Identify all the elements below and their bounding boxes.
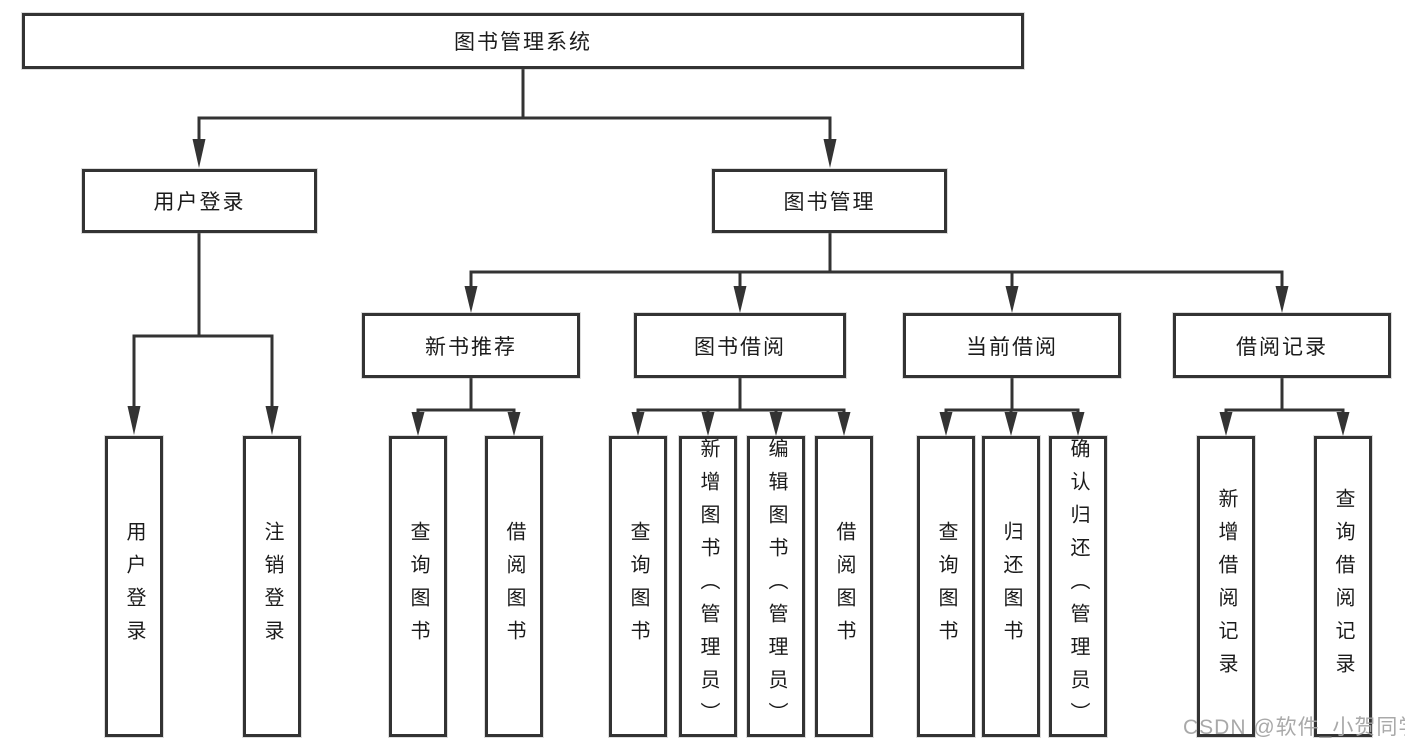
leaf-return-books-label: 归还图书: [1000, 520, 1022, 653]
leaf-query-books-borrow: 查询图书: [609, 436, 667, 737]
leaf-add-books-admin: 新增图书（管理员）: [679, 436, 737, 737]
leaf-query-books-current-label: 查询图书: [935, 520, 957, 653]
node-current-borrowing: 当前借阅: [903, 313, 1121, 378]
leaf-edit-books-admin-label: 编辑图书（管理员）: [765, 438, 787, 735]
leaf-user-login: 用户登录: [105, 436, 163, 737]
leaf-edit-books-admin: 编辑图书（管理员）: [747, 436, 805, 737]
leaf-confirm-return-admin: 确认归还（管理员）: [1049, 436, 1107, 737]
node-book-borrowing: 图书借阅: [634, 313, 846, 378]
leaf-confirm-return-admin-label: 确认归还（管理员）: [1067, 438, 1089, 735]
node-borrowing-records: 借阅记录: [1173, 313, 1391, 378]
connector-borrow-records-children: [1219, 378, 1350, 436]
connector-new-book-children: [411, 378, 521, 436]
leaf-borrow-books: 借阅图书: [815, 436, 873, 737]
leaf-query-books-borrow-label: 查询图书: [627, 520, 649, 653]
leaf-user-login-label: 用户登录: [123, 520, 145, 653]
connector-user-login-children: [127, 233, 279, 435]
leaf-add-borrow-record: 新增借阅记录: [1197, 436, 1255, 737]
leaf-query-borrow-record: 查询借阅记录: [1314, 436, 1372, 737]
connector-book-management-children: [464, 233, 1289, 313]
leaf-return-books: 归还图书: [982, 436, 1040, 737]
leaf-query-books-current: 查询图书: [917, 436, 975, 737]
node-book-management: 图书管理: [712, 169, 947, 233]
leaf-query-borrow-record-label: 查询借阅记录: [1332, 487, 1354, 686]
leaf-query-books-recommend: 查询图书: [389, 436, 447, 737]
connector-root-to-level2: [192, 69, 837, 168]
node-library-management-system: 图书管理系统: [22, 13, 1024, 69]
leaf-add-books-admin-label: 新增图书（管理员）: [697, 438, 719, 735]
leaf-logout-label: 注销登录: [261, 520, 283, 653]
leaf-logout: 注销登录: [243, 436, 301, 737]
csdn-watermark: CSDN @软件_小贺同学: [1183, 716, 1405, 739]
leaf-borrow-books-label: 借阅图书: [833, 520, 855, 653]
leaf-borrow-books-recommend: 借阅图书: [485, 436, 543, 737]
leaf-add-borrow-record-label: 新增借阅记录: [1215, 487, 1237, 686]
connector-current-borrow-children: [939, 378, 1085, 436]
node-user-login: 用户登录: [82, 169, 317, 233]
leaf-borrow-books-recommend-label: 借阅图书: [503, 520, 525, 653]
node-new-book-recommendation: 新书推荐: [362, 313, 580, 378]
leaf-query-books-recommend-label: 查询图书: [407, 520, 429, 653]
connector-book-borrow-children: [631, 378, 851, 436]
